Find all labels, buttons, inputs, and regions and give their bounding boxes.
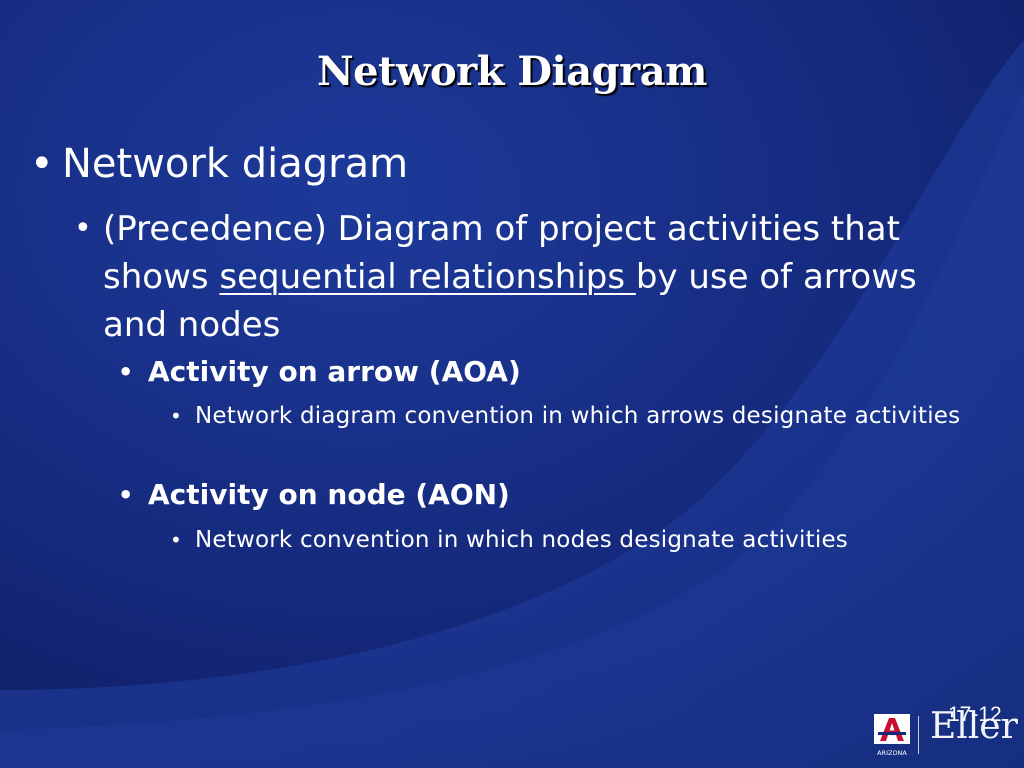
logo-seal-text: ARIZONA xyxy=(877,749,907,757)
bullet-level4-aon-definition: • Network convention in which nodes desi… xyxy=(170,523,1010,557)
bullet-text: Network convention in which nodes design… xyxy=(195,527,848,553)
bullet-dot-icon: • xyxy=(170,528,182,552)
bullet-level2: • (Precedence) Diagram of project activi… xyxy=(74,205,974,349)
underlined-term: sequential relationships xyxy=(219,257,636,297)
bullet-dot-icon: • xyxy=(170,404,182,428)
bullet-text: (Precedence) Diagram of project activiti… xyxy=(103,205,974,349)
bullet-text: Activity on arrow (AOA) xyxy=(148,355,521,388)
arizona-a-logo-icon: ARIZONA xyxy=(874,714,910,757)
bullet-text: Network diagram convention in which arro… xyxy=(195,403,961,429)
bullet-text: Activity on node (AON) xyxy=(148,478,510,511)
page-number: 17-12 xyxy=(948,703,1002,726)
bullet-level3-aon: • Activity on node (AON) xyxy=(118,477,510,513)
bullet-dot-icon: • xyxy=(30,141,54,187)
bullet-text-part: by use of arrows and nodes xyxy=(103,257,917,345)
bullet-dot-icon: • xyxy=(118,358,134,386)
bullet-text-part: (Precedence) Diagram of project activiti… xyxy=(103,209,900,297)
bullet-level4-aoa-definition: • Network diagram convention in which ar… xyxy=(170,399,1010,433)
bullet-dot-icon: • xyxy=(74,211,92,246)
bullet-text: Network diagram xyxy=(62,141,409,187)
bullet-dot-icon: • xyxy=(118,481,134,509)
bullet-level1: • Network diagram xyxy=(30,141,408,187)
logo-divider xyxy=(918,716,919,754)
eller-wordmark: Eller xyxy=(930,706,1018,747)
bullet-level3-aoa: • Activity on arrow (AOA) xyxy=(118,354,521,390)
slide-title: Network Diagram xyxy=(317,48,707,95)
